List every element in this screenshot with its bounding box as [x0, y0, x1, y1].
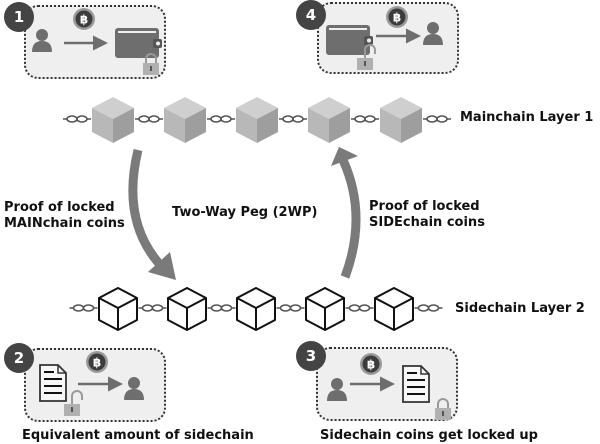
mainchain-chain-link [422, 115, 452, 123]
mainchain-block [92, 97, 134, 143]
step-2-coin-icon [86, 351, 108, 373]
mainchain-block [236, 97, 278, 143]
mainchain [62, 97, 452, 143]
step-2-document-icon [39, 364, 67, 402]
step-1-badge: 1 [4, 2, 34, 32]
step-4-coin-icon [386, 6, 408, 28]
sidechain-chain-link [275, 304, 306, 312]
peg-down-arrowhead [148, 252, 176, 280]
peg-up-arrow [338, 158, 361, 279]
sidechain-chain-link [206, 304, 237, 312]
mainchain-layer-label: Mainchain Layer 1 [460, 110, 594, 125]
peg-down-arrow [128, 148, 169, 274]
step-3-document-icon [402, 365, 430, 403]
sidechain-chain-link [68, 304, 99, 312]
sidechain-block [236, 287, 276, 331]
mainchain-chain-link [134, 115, 164, 123]
down-arrow-label: Proof of locked MAINchain coins [4, 200, 125, 232]
step-3-badge: 3 [296, 341, 326, 371]
step-3-coin-icon [360, 353, 382, 375]
down-arrow-label-line2: MAINchain coins [4, 216, 125, 231]
mainchain-block [308, 97, 350, 143]
down-arrow-label-line1: Proof of locked [4, 200, 115, 215]
step-1-coin-icon [73, 8, 95, 30]
mainchain-block [164, 97, 206, 143]
sidechain-chain-link [137, 304, 168, 312]
sidechain-chain-link [344, 304, 375, 312]
step-1-wallet-icon [115, 28, 162, 58]
peg-title: Two-Way Peg (2WP) [172, 205, 318, 220]
mainchain-chain-link [278, 115, 308, 123]
mainchain-chain-link [206, 115, 236, 123]
sidechain-chain-link [413, 304, 444, 312]
step-4-badge: 4 [296, 0, 326, 30]
step-3-lock-icon [434, 398, 452, 421]
sidechain-layer-label: Sidechain Layer 2 [455, 301, 585, 316]
up-arrow-label-line1: Proof of locked [369, 199, 480, 214]
sidechain-block [305, 287, 345, 331]
step-1-user-icon [32, 29, 52, 52]
sidechain-block [167, 287, 207, 331]
mainchain-block [380, 97, 422, 143]
step-4-user-icon [423, 22, 443, 45]
peg-up-arrowhead [331, 147, 358, 166]
step-2-caption: Equivalent amount of sidechain [22, 428, 254, 443]
step-3-user-icon [327, 378, 347, 401]
sidechain [68, 287, 444, 331]
mainchain-chain-link [62, 115, 92, 123]
sidechain-block [98, 287, 138, 331]
step-2-user-icon [124, 377, 144, 400]
mainchain-chain-link [350, 115, 380, 123]
step-3-caption: Sidechain coins get locked up [320, 428, 538, 443]
step-2-badge: 2 [4, 343, 34, 373]
up-arrow-label-line2: SIDEchain coins [369, 215, 485, 230]
up-arrow-label: Proof of locked SIDEchain coins [369, 199, 485, 231]
sidechain-block [374, 287, 414, 331]
